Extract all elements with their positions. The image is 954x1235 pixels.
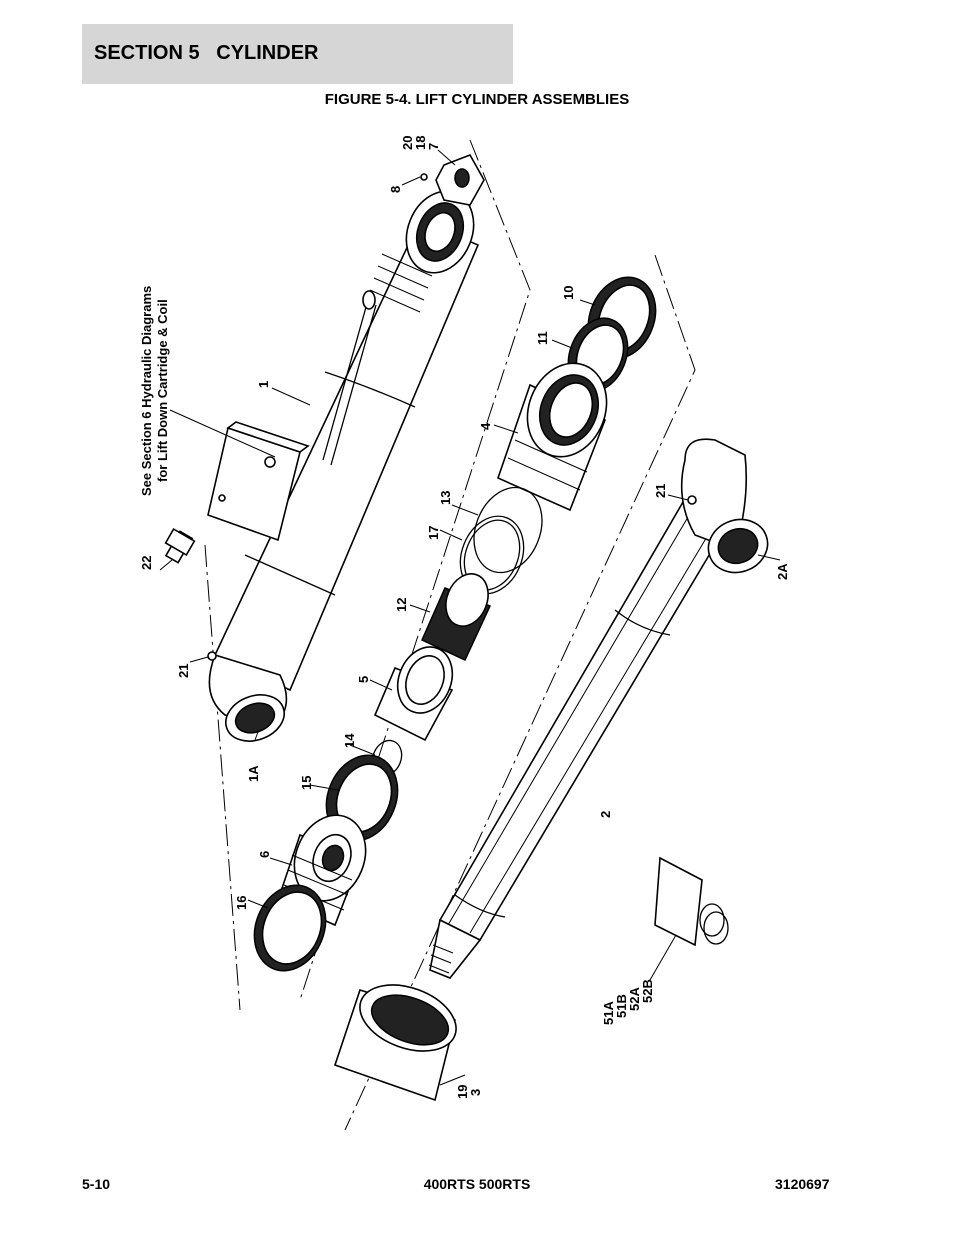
cylinder-head [497, 362, 608, 512]
page-number: 5-10 [82, 1176, 111, 1192]
callout-19: 19 [455, 1085, 470, 1099]
figure-title: FIGURE 5-4. LIFT CYLINDER ASSEMBLIES [324, 91, 630, 108]
callout-16: 16 [234, 896, 249, 910]
cylinder-rod [428, 488, 732, 979]
callout-3: 3 [468, 1089, 483, 1096]
callout-14: 14 [342, 733, 357, 748]
document-number: 3120697 [775, 1176, 830, 1192]
note-line-1: See Section 6 Hydraulic Diagrams [139, 286, 154, 496]
callout-4: 4 [478, 422, 493, 430]
hydraulic-note: See Section 6 Hydraulic Diagrams for Lif… [139, 286, 170, 496]
callout-8: 8 [388, 186, 403, 193]
wear-ring-12 [421, 573, 492, 661]
callout-20: 20 [400, 136, 415, 150]
callout-7: 7 [426, 143, 441, 150]
spacer-5 [373, 646, 454, 742]
callout-1a: 1A [246, 765, 261, 782]
callout-51b: 51B [614, 994, 629, 1018]
callout-13: 13 [438, 491, 453, 505]
note-line-2: for Lift Down Cartridge & Coil [155, 299, 170, 482]
cylinder-barrel [213, 190, 480, 692]
callout-18: 18 [413, 136, 428, 150]
section-header: SECTION 5 CYLINDER [82, 24, 513, 84]
callouts: 20 18 7 8 1 10 11 4 13 17 12 22 21 21 2A… [139, 136, 790, 1099]
rod-end-eye [680, 438, 769, 574]
callout-6: 6 [257, 851, 272, 858]
callout-21-rod: 21 [653, 484, 668, 498]
callout-52a: 52A [627, 987, 642, 1011]
seal-kit-packet [654, 856, 729, 947]
callout-12: 12 [394, 598, 409, 612]
barrel-base-end [207, 651, 288, 742]
callout-51a: 51A [601, 1001, 616, 1025]
cartridge-valve [164, 527, 196, 564]
seal-ring-16 [253, 884, 327, 972]
callout-21-barrel: 21 [176, 664, 191, 678]
section-title: SECTION 5 CYLINDER [94, 42, 319, 64]
callout-22: 22 [139, 556, 154, 570]
callout-5: 5 [356, 676, 371, 683]
callout-1: 1 [256, 381, 271, 388]
callout-11: 11 [535, 331, 550, 345]
gland-nut [333, 984, 457, 1102]
callout-52b: 52B [640, 979, 655, 1003]
callout-2a: 2A [775, 563, 790, 580]
callout-17: 17 [426, 526, 441, 540]
fitting-nut [420, 154, 485, 206]
callout-10: 10 [561, 286, 576, 300]
valve-block [207, 421, 310, 542]
leader-lines [159, 149, 781, 1086]
model-name: 400RTS 500RTS [423, 1176, 531, 1192]
callout-2: 2 [598, 811, 613, 818]
callout-15: 15 [299, 776, 314, 790]
